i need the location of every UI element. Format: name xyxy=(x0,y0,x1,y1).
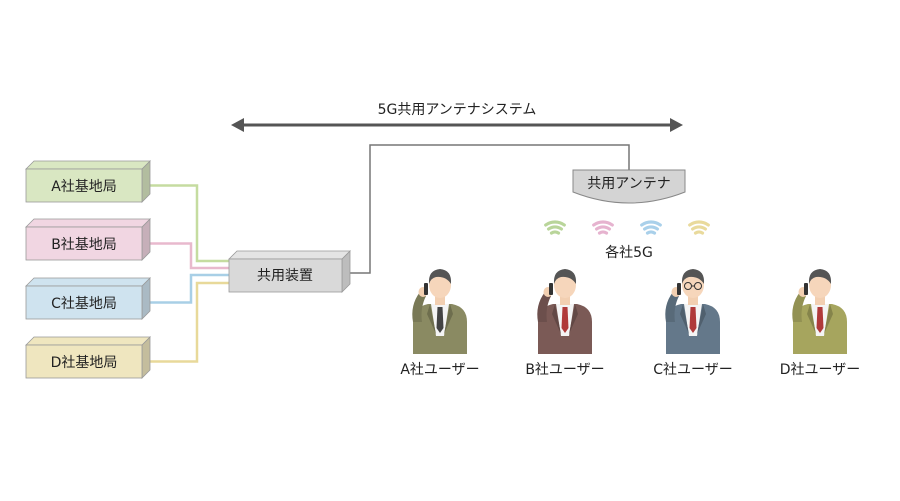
system-label: 5G共用アンテナシステム xyxy=(378,102,537,118)
base-station-b: B社基地局 xyxy=(25,218,151,261)
businessman-icon xyxy=(792,269,847,354)
users: A社ユーザー B社ユーザー C社ユーザー D社ユーザー xyxy=(400,269,860,378)
user-a: A社ユーザー xyxy=(400,269,480,378)
signal-wave-icon xyxy=(640,220,662,235)
signal-wave-icon xyxy=(544,220,566,235)
base-station-label: D社基地局 xyxy=(51,354,118,371)
shared-device-label: 共用装置 xyxy=(257,268,313,284)
user-label: B社ユーザー xyxy=(525,362,604,378)
station-link-c xyxy=(150,273,229,304)
businessman-icon xyxy=(412,269,467,354)
base-station-label: A社基地局 xyxy=(51,178,117,195)
businessman-icon xyxy=(537,269,592,354)
user-label: D社ユーザー xyxy=(780,362,861,378)
user-c: C社ユーザー xyxy=(653,269,733,378)
signal-wave-icon xyxy=(688,220,710,235)
base-station-label: B社基地局 xyxy=(51,236,117,253)
system-span-arrow xyxy=(231,118,683,132)
base-station-d: D社基地局 xyxy=(25,336,151,379)
device-antenna-cable xyxy=(342,144,630,274)
phone-icon xyxy=(424,283,428,295)
station-links xyxy=(150,184,229,363)
user-label: A社ユーザー xyxy=(400,362,479,378)
phone-icon xyxy=(804,283,808,295)
user-d: D社ユーザー xyxy=(780,269,861,378)
user-label: C社ユーザー xyxy=(653,362,733,378)
base-station-a: A社基地局 xyxy=(25,160,151,203)
user-b: B社ユーザー xyxy=(525,269,605,378)
base-station-label: C社基地局 xyxy=(51,295,117,312)
station-link-a xyxy=(150,184,229,263)
station-link-b xyxy=(150,242,229,270)
base-station-c: C社基地局 xyxy=(25,277,151,320)
signal-label: 各社5G xyxy=(605,245,653,261)
shared-device: 共用装置 xyxy=(228,250,351,293)
station-link-d xyxy=(150,281,229,363)
base-stations: A社基地局 B社基地局 C社基地局 D社基地局 xyxy=(25,160,151,379)
signal-wave-icon xyxy=(592,220,614,235)
phone-icon xyxy=(549,283,553,295)
phone-icon xyxy=(677,283,681,295)
businessman-icon xyxy=(665,269,720,354)
signal-waves xyxy=(544,220,710,235)
antenna-label: 共用アンテナ xyxy=(587,176,670,192)
shared-antenna: 共用アンテナ xyxy=(572,169,686,204)
